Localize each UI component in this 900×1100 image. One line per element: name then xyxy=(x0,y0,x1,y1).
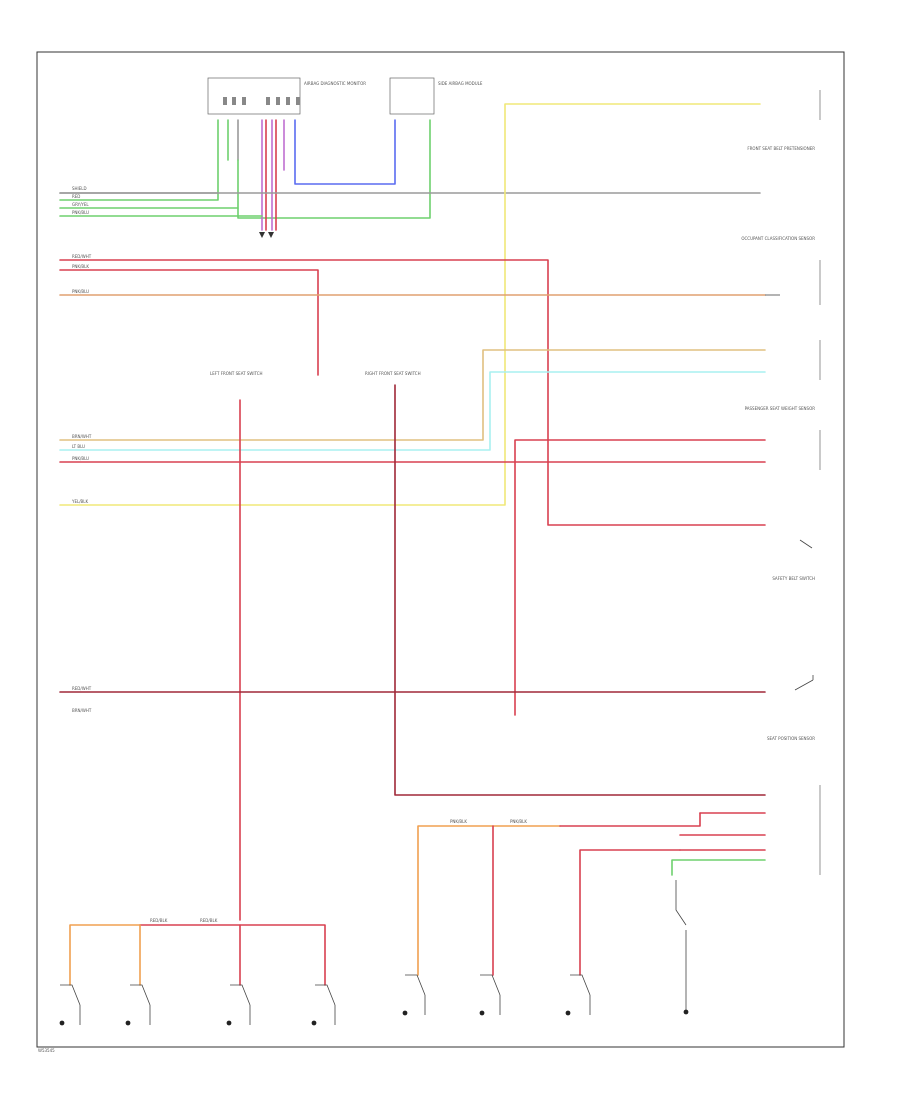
component-side-airbag: SIDE AIRBAG MODULE xyxy=(438,81,483,86)
mid-wires xyxy=(59,349,766,716)
diagram-border xyxy=(36,51,845,1048)
wire-label-pnk-blk: PNK/BLK xyxy=(72,264,89,269)
arrow-icon xyxy=(259,232,274,238)
top-connector-group xyxy=(59,77,761,238)
wire-label-seat-2: RED/BLK xyxy=(200,918,218,923)
wire-label-red-wht-2: RED/WHT xyxy=(72,686,92,691)
wire-label-brn-wht-2: BRN/WHT xyxy=(72,708,92,713)
component-weight-sensor: PASSENGER SEAT WEIGHT SENSOR xyxy=(745,406,816,411)
wire-label-seat-3: PNK/BLK xyxy=(450,819,467,824)
bottom-right-cluster xyxy=(417,812,766,976)
component-belt-switch: SAFETY BELT SWITCH xyxy=(772,576,815,581)
wire-label-lt-blu: LT BLU xyxy=(72,444,85,449)
red-trunk xyxy=(59,259,766,526)
wire-label-shield: SHIELD xyxy=(72,186,87,191)
wire-label-seat-1: RED/BLK xyxy=(150,918,168,923)
wire-label-gry-yel: GRY/YEL xyxy=(72,202,89,207)
wire-label-pnk-blu: PNK/BLU xyxy=(72,210,89,215)
wire-label-red: RED xyxy=(72,194,80,199)
wire-label-red-wht: RED/WHT xyxy=(72,254,92,259)
component-left-seat-switch: LEFT FRONT SEAT SWITCH xyxy=(210,371,263,376)
wire-label-pnk-blu-3: PNK/BLU xyxy=(72,456,89,461)
diagram-id: W53545 xyxy=(38,1048,55,1053)
switch-symbols xyxy=(60,294,814,1025)
component-right-seat-switch: RIGHT FRONT SEAT SWITCH xyxy=(365,371,421,376)
wire-label-seat-4: PNK/BLK xyxy=(510,819,527,824)
bottom-left-seat-group xyxy=(69,924,326,986)
component-airbag-monitor: AIRBAG DIAGNOSTIC MONITOR xyxy=(304,81,366,86)
wire-labels: SHIELD RED GRY/YEL PNK/BLU RED/WHT PNK/B… xyxy=(71,186,527,923)
redblack-vertical xyxy=(394,384,766,796)
wire-label-yel-blk: YEL/BLK xyxy=(71,499,89,504)
component-pretensioner: FRONT SEAT BELT PRETENSIONER xyxy=(747,146,815,151)
connector-pins xyxy=(223,97,300,105)
ground-icons xyxy=(59,1009,689,1026)
yellow-wire xyxy=(59,103,761,506)
component-seat-position: SEAT POSITION SENSOR xyxy=(767,736,815,741)
wire-label-brn-wht: BRN/WHT xyxy=(72,434,92,439)
component-labels: AIRBAG DIAGNOSTIC MONITOR SIDE AIRBAG MO… xyxy=(210,81,815,741)
wire-label-pnk-blu-2: PNK/BLU xyxy=(72,289,89,294)
component-occupant-sensor: OCCUPANT CLASSIFICATION SENSOR xyxy=(741,236,815,241)
